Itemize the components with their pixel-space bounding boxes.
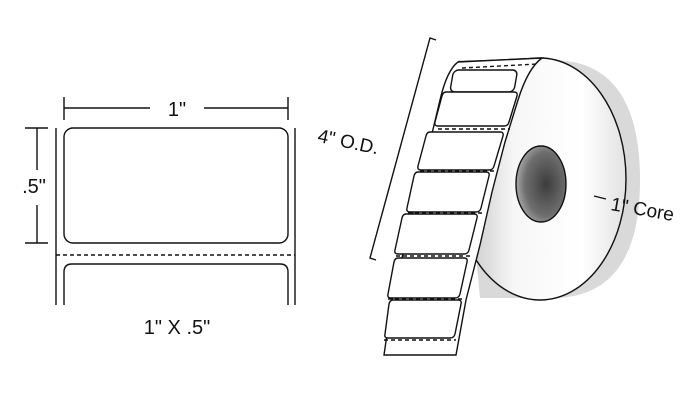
roll-label [387,257,468,299]
roll-core-hole [515,145,567,223]
roll-label [417,131,504,171]
label-size-caption: 1" X .5" [144,317,210,339]
next-label-shape [63,263,289,305]
core-leader-line [593,195,607,200]
roll-labels [384,91,518,339]
roll-label [394,213,478,255]
roll-label [406,171,490,213]
od-dimension-bracket [369,37,437,261]
height-dimension-label: .5" [22,176,46,198]
label-roll-drawing [369,37,640,356]
outer-diameter-label: 4" O.D. [316,126,381,159]
width-dimension-label: 1" [168,99,186,121]
roll-label [449,69,518,93]
roll-label [384,299,462,339]
roll-label [434,91,518,127]
label-shape [63,127,289,244]
roll-perforation-top [461,63,539,69]
single-label-drawing [25,97,296,305]
